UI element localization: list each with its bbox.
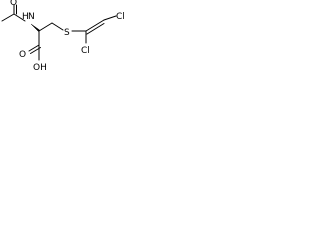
atom-oh-acid: OH [33, 63, 47, 73]
bond-vinyl-cc-2 [86, 23, 105, 35]
atom-n-amide: N [28, 12, 35, 22]
atom-s-thio: S [64, 28, 70, 38]
atom-cl-lower: Cl [81, 46, 90, 56]
atom-o-acetyl: O [10, 0, 17, 8]
atom-o-acid: O [19, 50, 26, 60]
bond-n-alpha-wedge [30, 23, 40, 32]
bond-carboxyl-co-1 [28, 44, 40, 52]
bond-methyl-carbonyl [1, 13, 15, 22]
bond-vinyl-cc-1 [85, 19, 105, 32]
bond-vinyl-cl-upper [103, 15, 117, 21]
bond-alpha-ch2 [38, 22, 53, 32]
bond-carbonyl-n [13, 13, 26, 22]
bond-ch2-s [51, 22, 64, 31]
atom-h-amide: H [22, 12, 29, 22]
atom-cl-upper: Cl [116, 12, 125, 22]
chemical-structure: O H N O OH S Cl Cl [1, 0, 125, 73]
